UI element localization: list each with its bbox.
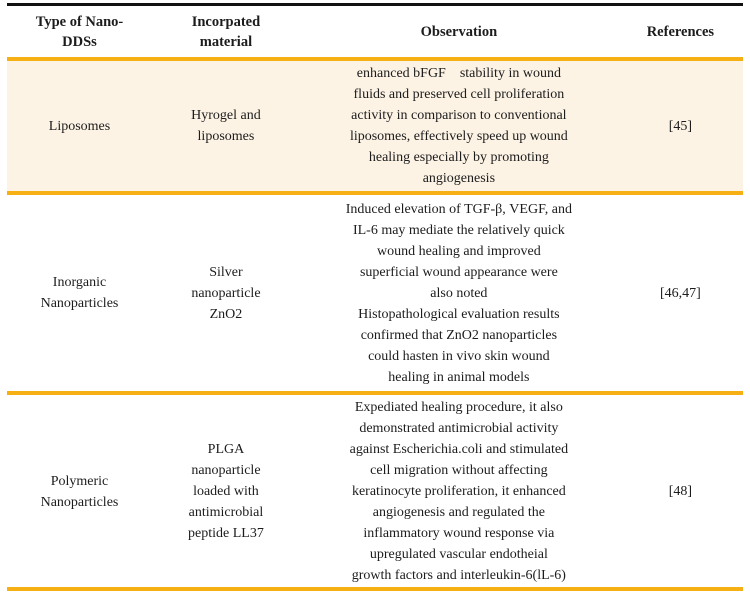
table-row-polymeric-nanoparticles: Polymeric Nanoparticles PLGA nanoparticl…: [7, 395, 743, 591]
column-header-type-of-nano-dds: Type of Nano- DDSs: [35, 13, 124, 50]
cell-material-liposomes: Hyrogel and liposomes: [191, 108, 261, 144]
table-row-inorganic-nanoparticles: Inorganic Nanoparticles Silver nanoparti…: [7, 195, 743, 395]
column-header-observation: Observation: [420, 23, 498, 40]
cell-observation-inorganic: Induced elevation of TGF-β, VEGF, and IL…: [345, 201, 572, 385]
cell-type-inorganic: Inorganic Nanoparticles: [40, 275, 119, 311]
table-header-row: Type of Nano- DDSs Incorpated material O…: [7, 6, 743, 61]
cell-reference-liposomes: [45]: [668, 118, 693, 134]
table-row-liposomes: Liposomes Hyrogel and liposomes enhanced…: [7, 61, 743, 195]
cell-observation-liposomes: enhanced bFGF stability in wound fluids …: [349, 66, 568, 186]
cell-material-inorganic: Silver nanoparticle ZnO2: [191, 264, 261, 322]
cell-reference-polymeric: [48]: [668, 484, 693, 499]
nano-dds-table: Type of Nano- DDSs Incorpated material O…: [7, 3, 743, 591]
column-header-references: References: [646, 23, 715, 40]
column-header-incorpated-material: Incorpated material: [191, 13, 261, 50]
cell-reference-inorganic: [46,47]: [659, 285, 701, 301]
cell-observation-polymeric: Expediated healing procedure, it also de…: [349, 400, 569, 583]
cell-type-liposomes: Liposomes: [48, 118, 111, 134]
cell-type-polymeric: Polymeric Nanoparticles: [40, 473, 119, 510]
cell-material-polymeric: PLGA nanoparticle loaded with antimicrob…: [188, 442, 264, 541]
